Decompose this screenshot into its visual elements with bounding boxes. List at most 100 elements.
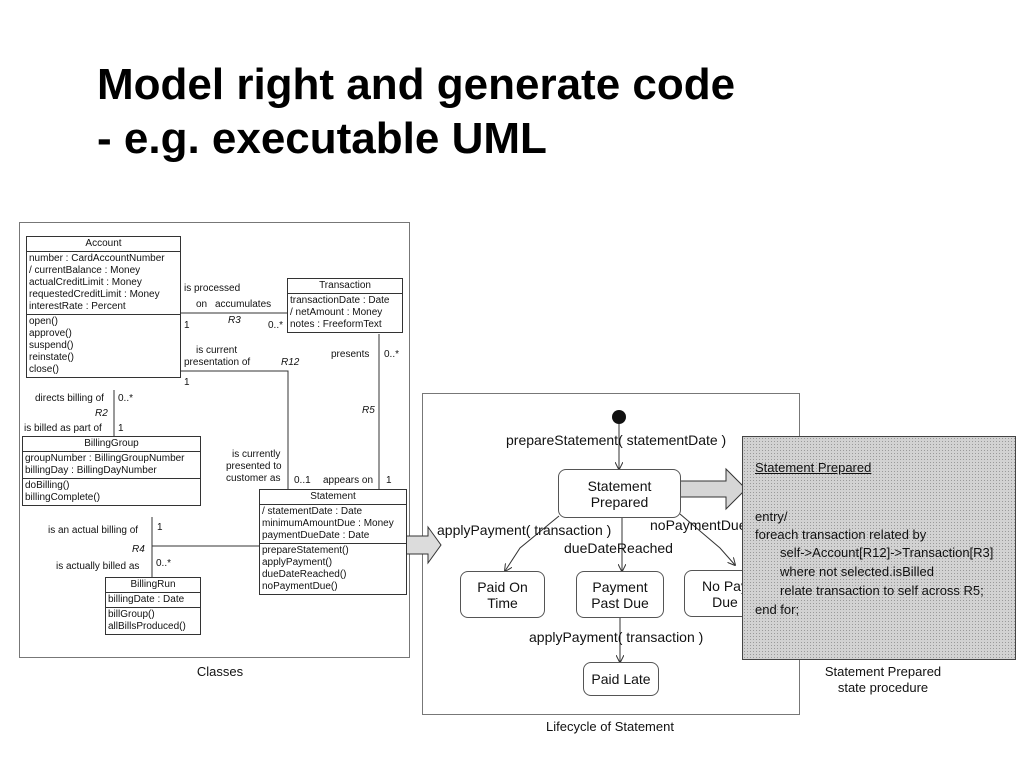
r4-mult-statement: 1: [157, 522, 163, 533]
op-suspend: suspend(): [29, 340, 74, 351]
class-billing-run-attributes: billingDate : Date: [106, 593, 200, 607]
class-transaction-attributes: transactionDate : Date / netAmount : Mon…: [288, 294, 402, 332]
event-apply-payment: applyPayment( transaction ): [437, 522, 612, 538]
class-account-attributes: number : CardAccountNumber / currentBala…: [27, 252, 180, 314]
procedure-line-foreach: foreach transaction related by: [755, 527, 927, 542]
r12-phrase-a: is current: [196, 345, 238, 356]
class-billing-run: BillingRun billingDate : Date billGroup(…: [105, 577, 201, 635]
r12-mult-account: 1: [184, 377, 190, 388]
state-paid-late-label: Paid Late: [591, 671, 651, 687]
event-prepare-statement: prepareStatement( statementDate ): [506, 432, 727, 448]
op-prepare-statement: prepareStatement(): [262, 545, 349, 556]
transition-apply-on-time: [505, 515, 560, 571]
title-line-2: - e.g. executable UML: [97, 114, 547, 163]
state-paid-on-time: Paid On Time: [460, 571, 545, 618]
op-bill-group: billGroup(): [108, 609, 155, 620]
attr-minimum-amount-due: minimumAmountDue : Money: [262, 518, 394, 529]
state-statement-prepared: Statement Prepared: [558, 469, 681, 518]
procedure-note-title: Statement Prepared: [755, 460, 872, 475]
attr-interest-rate: interestRate : Percent: [29, 301, 126, 312]
state-statement-prepared-line1: Statement: [587, 477, 652, 494]
r5-phrase-a: presents: [331, 349, 370, 360]
state-no-payment-due-line2: Due: [712, 593, 738, 610]
r5-mult-statement: 1: [386, 475, 392, 486]
r4-phrase-b: is actually billed as: [56, 561, 140, 572]
procedure-caption: Statement Prepared state procedure: [800, 664, 966, 696]
class-account-name: Account: [27, 237, 180, 252]
class-billing-group: BillingGroup groupNumber : BillingGroupN…: [22, 436, 201, 506]
op-apply-payment: applyPayment(): [262, 557, 333, 568]
class-billing-group-attributes: groupNumber : BillingGroupNumber billing…: [23, 452, 200, 478]
attr-current-balance: / currentBalance : Money: [29, 265, 141, 276]
class-statement-name: Statement: [260, 490, 406, 505]
classes-caption: Classes: [196, 664, 244, 679]
r2-phrase-b: is billed as part of: [24, 423, 102, 434]
state-payment-past-due-line1: Payment: [592, 578, 648, 595]
block-arrow-statement: [405, 525, 442, 565]
op-close: close(): [29, 364, 60, 375]
state-paid-on-time-line1: Paid On: [477, 578, 528, 595]
op-all-bills-produced: allBillsProduced(): [108, 621, 186, 632]
attr-billing-date: billingDate : Date: [108, 594, 185, 605]
state-statement-prepared-line2: Prepared: [590, 493, 649, 510]
procedure-line-relate: relate transaction to self across R5;: [780, 583, 984, 598]
r3-phrase-b: on: [196, 299, 208, 310]
block-arrow-procedure: [679, 467, 747, 511]
procedure-line-where: where not selected.isBilled: [780, 564, 934, 579]
attr-group-number: groupNumber : BillingGroupNumber: [25, 453, 185, 464]
attr-billing-day: billingDay : BillingDayNumber: [25, 465, 157, 476]
r5-label: R5: [362, 405, 375, 416]
state-paid-on-time-line2: Time: [487, 594, 518, 611]
attr-statement-date: / statementDate : Date: [262, 506, 363, 517]
title-line-1: Model right and generate code: [97, 60, 736, 109]
op-approve: approve(): [29, 328, 72, 339]
transition-no-payment: [679, 513, 735, 565]
class-statement-attributes: / statementDate : Date minimumAmountDue …: [260, 505, 406, 543]
op-no-payment-due: noPaymentDue(): [262, 581, 338, 592]
r12-phrase-d: presented to: [226, 461, 282, 472]
r3-label: R3: [228, 315, 241, 326]
class-billing-run-operations: billGroup() allBillsProduced(): [106, 607, 200, 634]
attr-requested-credit-limit: requestedCreditLimit : Money: [29, 289, 160, 300]
initial-state-dot: [612, 410, 626, 424]
event-due-date-reached: dueDateReached: [564, 540, 673, 556]
r12-label: R12: [281, 357, 300, 368]
r2-mult-group: 1: [118, 423, 124, 434]
r4-phrase-a: is an actual billing of: [48, 525, 139, 536]
event-no-payment-due: noPaymentDue: [650, 517, 747, 533]
procedure-line-end-for: end for;: [755, 602, 800, 617]
procedure-caption-line1: Statement Prepared: [824, 664, 942, 679]
assoc-r12: [180, 370, 289, 489]
r3-mult-account: 1: [184, 320, 190, 331]
class-transaction: Transaction transactionDate : Date / net…: [287, 278, 403, 333]
r4-label: R4: [132, 544, 145, 555]
op-reinstate: reinstate(): [29, 352, 75, 363]
state-payment-past-due: Payment Past Due: [576, 571, 664, 618]
r12-mult-statement: 0..1: [294, 475, 311, 486]
class-transaction-name: Transaction: [288, 279, 402, 294]
event-apply-payment-late: applyPayment( transaction ): [529, 629, 704, 645]
r3-mult-transaction: 0..*: [268, 320, 284, 331]
class-account: Account number : CardAccountNumber / cur…: [26, 236, 181, 378]
op-due-date-reached: dueDateReached(): [262, 569, 347, 580]
class-billing-run-name: BillingRun: [106, 578, 200, 593]
r12-phrase-c: is currently: [232, 449, 281, 460]
r5-phrase-b: appears on: [323, 475, 374, 486]
r4-mult-run: 0..*: [156, 558, 172, 569]
class-billing-group-name: BillingGroup: [23, 437, 200, 452]
procedure-line-entry: entry/: [755, 509, 788, 524]
op-billing-complete: billingComplete(): [25, 492, 101, 503]
op-do-billing: doBilling(): [25, 480, 70, 491]
state-no-payment-due-line1: No Pay: [702, 577, 748, 594]
r2-label: R2: [95, 408, 108, 419]
attr-net-amount: / netAmount : Money: [290, 307, 383, 318]
attr-actual-credit-limit: actualCreditLimit : Money: [29, 277, 142, 288]
r12-phrase-b: presentation of: [184, 357, 251, 368]
class-statement: Statement / statementDate : Date minimum…: [259, 489, 407, 595]
slide-title: Model right and generate code - e.g. exe…: [97, 58, 735, 166]
procedure-note: Statement Prepared entry/ foreach transa…: [742, 436, 1016, 660]
procedure-caption-line2: state procedure: [837, 680, 929, 695]
r2-phrase-a: directs billing of: [35, 393, 104, 404]
class-statement-operations: prepareStatement() applyPayment() dueDat…: [260, 543, 406, 594]
